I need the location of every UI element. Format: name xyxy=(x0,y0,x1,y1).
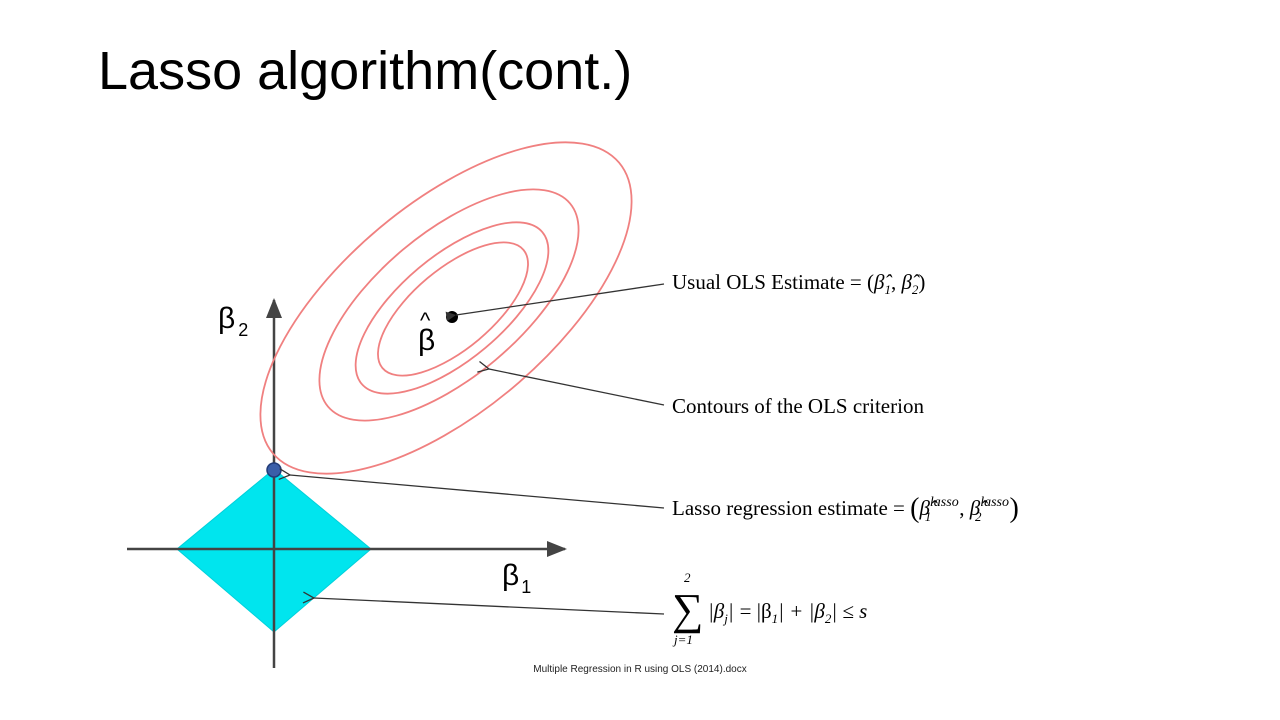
y-axis-symbol: β xyxy=(218,302,235,335)
lasso-sup1: lasso xyxy=(930,495,959,510)
pointer-ols-estimate xyxy=(445,283,665,322)
lasso-estimate-point xyxy=(266,462,282,478)
lasso-sup2: lasso xyxy=(980,495,1009,510)
x-axis-subscript: 1 xyxy=(521,577,531,597)
callout-constraint: 2 ∑ j=1 |βj|= |β1| + |β2| ≤ s xyxy=(672,570,867,647)
constraint-mid: | + |β xyxy=(778,599,825,623)
lasso-estimate-text: Lasso regression estimate = xyxy=(672,496,910,520)
ols-estimate-point xyxy=(446,311,458,323)
constraint-lower-limit: j=1 xyxy=(672,632,693,647)
beta-hat-label: ^ β xyxy=(418,308,435,357)
ols-comma: , xyxy=(891,270,902,294)
ols-contours xyxy=(259,141,633,475)
constraint-bar: | xyxy=(728,599,734,623)
pointer-constraint xyxy=(314,598,665,615)
ols-estimate-text: Usual OLS Estimate = ( xyxy=(672,270,874,294)
ols-sub1: 1 xyxy=(884,282,891,297)
pointer-lasso-estimate xyxy=(290,475,665,509)
ols-close: ) xyxy=(918,270,925,294)
constraint-upper-limit: 2 xyxy=(684,570,691,585)
constraint-tail: | ≤ s xyxy=(831,599,867,623)
ols-sub2: 2 xyxy=(912,282,919,297)
lasso-open: ( xyxy=(910,493,919,524)
beta-hat-caret: ^ xyxy=(420,308,431,333)
lasso-sub2: 2 xyxy=(975,509,982,524)
constraint-s2: 2 xyxy=(825,611,832,626)
callout-contours: Contours of the OLS criterion xyxy=(672,394,924,418)
slide-title: Lasso algorithm(cont.) xyxy=(98,41,633,101)
contour-third xyxy=(318,188,580,422)
constraint-sum-symbol: ∑ xyxy=(672,585,703,634)
constraint-j: j xyxy=(722,611,728,626)
contour-outer xyxy=(259,141,633,475)
lasso-comma: , xyxy=(959,496,970,520)
constraint-rest: = |β xyxy=(740,599,772,623)
constraint-abs-beta-j: |β xyxy=(708,599,725,623)
constraint-body: |βj|= |β1| + |β2| ≤ s xyxy=(708,599,867,626)
beta-hat-symbol: β xyxy=(418,324,435,357)
footer-source: Multiple Regression in R using OLS (2014… xyxy=(533,664,747,675)
pointer-contours xyxy=(489,369,665,406)
y-axis-subscript: 2 xyxy=(238,320,248,340)
lasso-close: ) xyxy=(1009,493,1018,524)
pointer-lines xyxy=(290,283,665,615)
callout-ols-estimate: Usual OLS Estimate = (β̂1, β̂2) xyxy=(672,270,925,297)
lasso-sub1: 1 xyxy=(925,509,932,524)
contour-inner xyxy=(377,241,529,377)
x-axis-symbol: β xyxy=(502,559,519,592)
constraint-s1: 1 xyxy=(772,611,779,626)
contour-second xyxy=(354,221,550,395)
